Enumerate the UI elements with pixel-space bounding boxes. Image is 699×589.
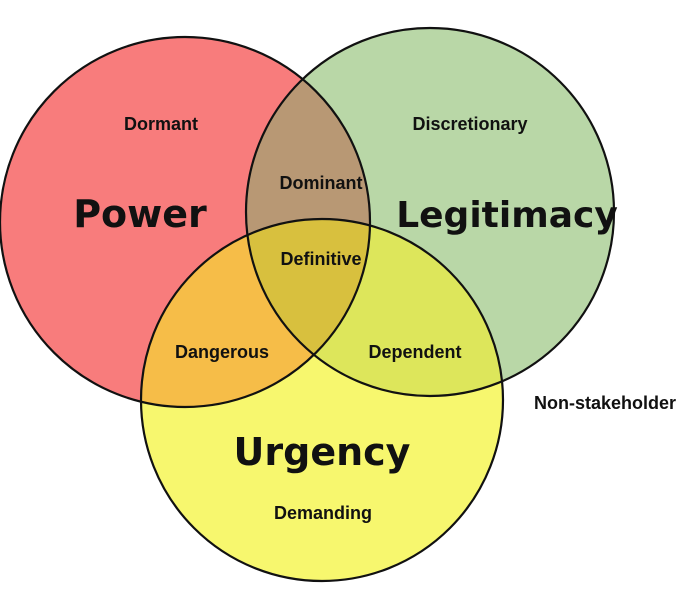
overlap-dependent: [246, 219, 503, 396]
label-power: Power: [73, 192, 207, 236]
label-definitive: Definitive: [280, 249, 361, 269]
label-legitimacy: Legitimacy: [396, 195, 618, 236]
label-urgency: Urgency: [234, 430, 411, 474]
outline-power: [0, 35, 372, 409]
outline-urgency: [139, 217, 505, 583]
label-dormant: Dormant: [124, 114, 198, 134]
outline-legitimacy: [244, 26, 616, 398]
label-dependent: Dependent: [368, 342, 461, 362]
label-non-stakeholder: Non-stakeholder: [534, 393, 676, 413]
label-discretionary: Discretionary: [412, 114, 527, 134]
label-dominant: Dominant: [280, 173, 363, 193]
label-dangerous: Dangerous: [175, 342, 269, 362]
label-demanding: Demanding: [274, 503, 372, 523]
